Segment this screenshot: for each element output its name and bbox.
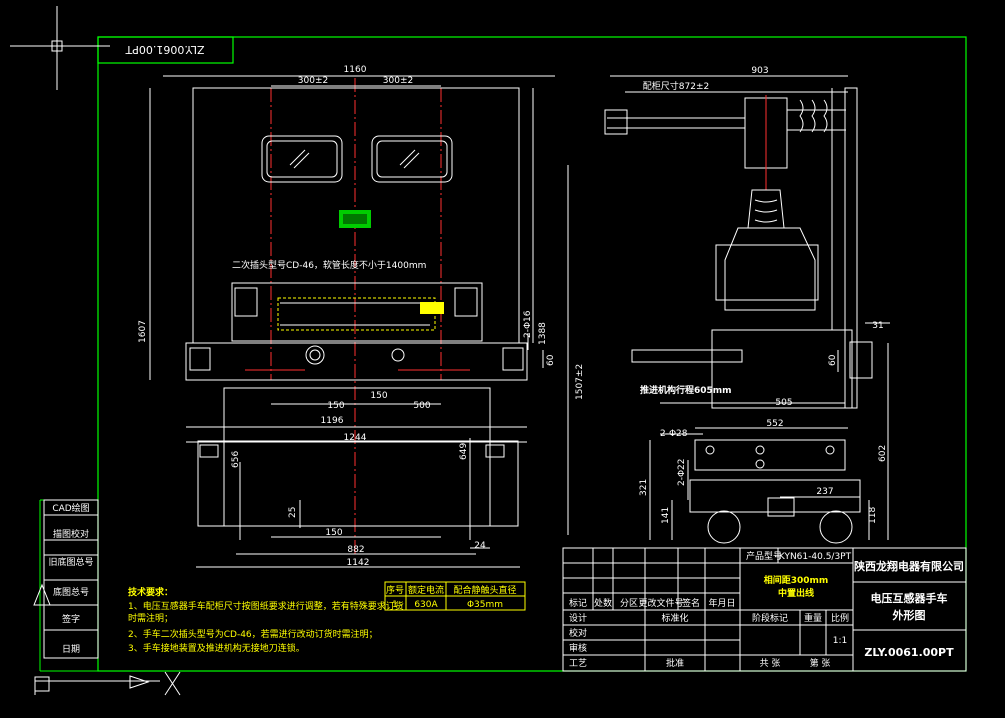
title-block [562, 547, 967, 672]
tech-item-2: 时需注明； [128, 612, 173, 624]
sheet-total: 共 张 [760, 658, 781, 669]
dim-882: 882 [347, 545, 364, 555]
tech-title: 技术要求： [128, 586, 173, 598]
front-view [185, 78, 528, 555]
dim-300-right: 300±2 [383, 76, 413, 86]
travel-note: 推进机构行程605mm [640, 384, 732, 396]
dim-1607: 1607 [138, 320, 148, 343]
weight-header: 重量 [804, 612, 822, 624]
dim-2-28: 2-Φ28 [660, 429, 688, 439]
spec-header-current: 额定电流 [408, 584, 444, 596]
row-zone: 分区 [620, 598, 638, 609]
stamp-sign: 签字 [62, 613, 80, 625]
drawing-number: ZLY.0061.00PT [864, 646, 954, 659]
dim-872: 配柜尺寸872±2 [643, 80, 709, 92]
tech-requirements: 技术要求： 1、电压互感器手车配柜尺寸按图纸要求进行调整，若有特殊要求订货 时需… [128, 586, 404, 654]
row-mark: 标记 [569, 597, 587, 609]
dim-656: 656 [231, 451, 241, 468]
spec-table [384, 581, 526, 611]
dim-150b: 150 [370, 391, 387, 401]
dim-60-front: 60 [546, 354, 556, 366]
drawing-title-2: 外形图 [892, 608, 926, 622]
label-design: 设计 [569, 612, 587, 624]
label-standard: 标准化 [661, 612, 688, 624]
side-dimensions [610, 75, 890, 540]
stage-header: 阶段标记 [752, 612, 788, 624]
drawing-title-1: 电压互感器手车 [871, 591, 948, 605]
spec-header-contact: 配合静触头直径 [453, 584, 516, 596]
drawing-frame [39, 36, 967, 672]
dim-500: 500 [413, 401, 430, 411]
dim-649: 649 [459, 443, 469, 460]
label-process: 工艺 [569, 658, 587, 669]
dim-24: 24 [474, 541, 486, 551]
scale-header: 比例 [831, 612, 849, 624]
dim-552: 552 [766, 419, 783, 429]
tech-item-4: 3、手车接地装置及推进机构无接地刀连锁。 [128, 642, 305, 654]
label-review: 审核 [569, 642, 587, 654]
dim-300-left: 300±2 [298, 76, 328, 86]
tech-item-3: 2、手车二次插头型号为CD-46，若需进行改动订货时需注明； [128, 628, 378, 640]
stamp-cad: CAD绘图 [52, 502, 89, 514]
side-view [604, 87, 873, 544]
pitch-note-2: 中置出线 [778, 587, 814, 599]
side-stamp [43, 499, 99, 659]
label-approve: 批准 [666, 657, 684, 669]
stamp-date: 日期 [62, 644, 80, 655]
stamp-old-no: 旧底图总号 [48, 556, 93, 568]
dim-321: 321 [639, 479, 649, 496]
dim-1196: 1196 [321, 416, 344, 426]
company-name: 陕西龙翔电器有限公司 [854, 559, 964, 573]
spec-header-no: 序号 [386, 584, 404, 596]
stamp-base-no: 底图总号 [53, 586, 89, 598]
dim-1244: 1244 [344, 433, 367, 443]
ucs-crosshair [10, 6, 181, 696]
dim-1507: 1507±2 [575, 364, 585, 400]
dim-150a: 150 [327, 401, 344, 411]
front-dimensions [149, 75, 569, 568]
dim-903: 903 [751, 66, 768, 76]
dim-1142: 1142 [347, 558, 370, 568]
dim-1160: 1160 [344, 65, 367, 75]
spec-cell-contact: Φ35mm [467, 600, 503, 610]
mirror-label: ZLY.0061.00PT [125, 43, 204, 56]
row-date: 年月日 [708, 597, 735, 609]
sheet-index: 第 张 [810, 657, 831, 669]
dim-2-22: 2-Φ22 [677, 458, 687, 486]
tech-item-1: 1、电压互感器手车配柜尺寸按图纸要求进行调整，若有特殊要求订货 [128, 600, 404, 612]
plug-note: 二次插头型号CD-46，软管长度不小于1400mm [232, 259, 426, 271]
dim-1388: 1388 [538, 322, 548, 345]
row-sign: 签名 [682, 597, 700, 609]
product-model: KYN61-40.5/3PT [779, 552, 852, 562]
spec-cell-current: 630A [414, 600, 438, 610]
dim-31: 31 [872, 321, 883, 331]
scale-value: 1:1 [833, 636, 847, 646]
dim-2-16: 2-Φ16 [523, 310, 533, 338]
dim-237: 237 [816, 487, 833, 497]
row-docno: 更改文件号 [638, 597, 683, 609]
dim-60-side: 60 [828, 354, 838, 366]
pitch-note-1: 相间距300mm [764, 574, 829, 586]
dim-150c: 150 [325, 528, 342, 538]
product-label: 产品型号 [746, 550, 782, 562]
dim-25: 25 [288, 507, 298, 518]
spec-cell-no: 1 [392, 600, 398, 610]
stamp-trace: 描图校对 [53, 528, 89, 540]
dim-118: 118 [868, 507, 878, 524]
row-count: 处数 [594, 597, 612, 609]
dim-505: 505 [775, 398, 792, 408]
label-proof: 校对 [569, 627, 587, 639]
dim-602: 602 [878, 445, 888, 462]
dim-141: 141 [661, 507, 671, 524]
